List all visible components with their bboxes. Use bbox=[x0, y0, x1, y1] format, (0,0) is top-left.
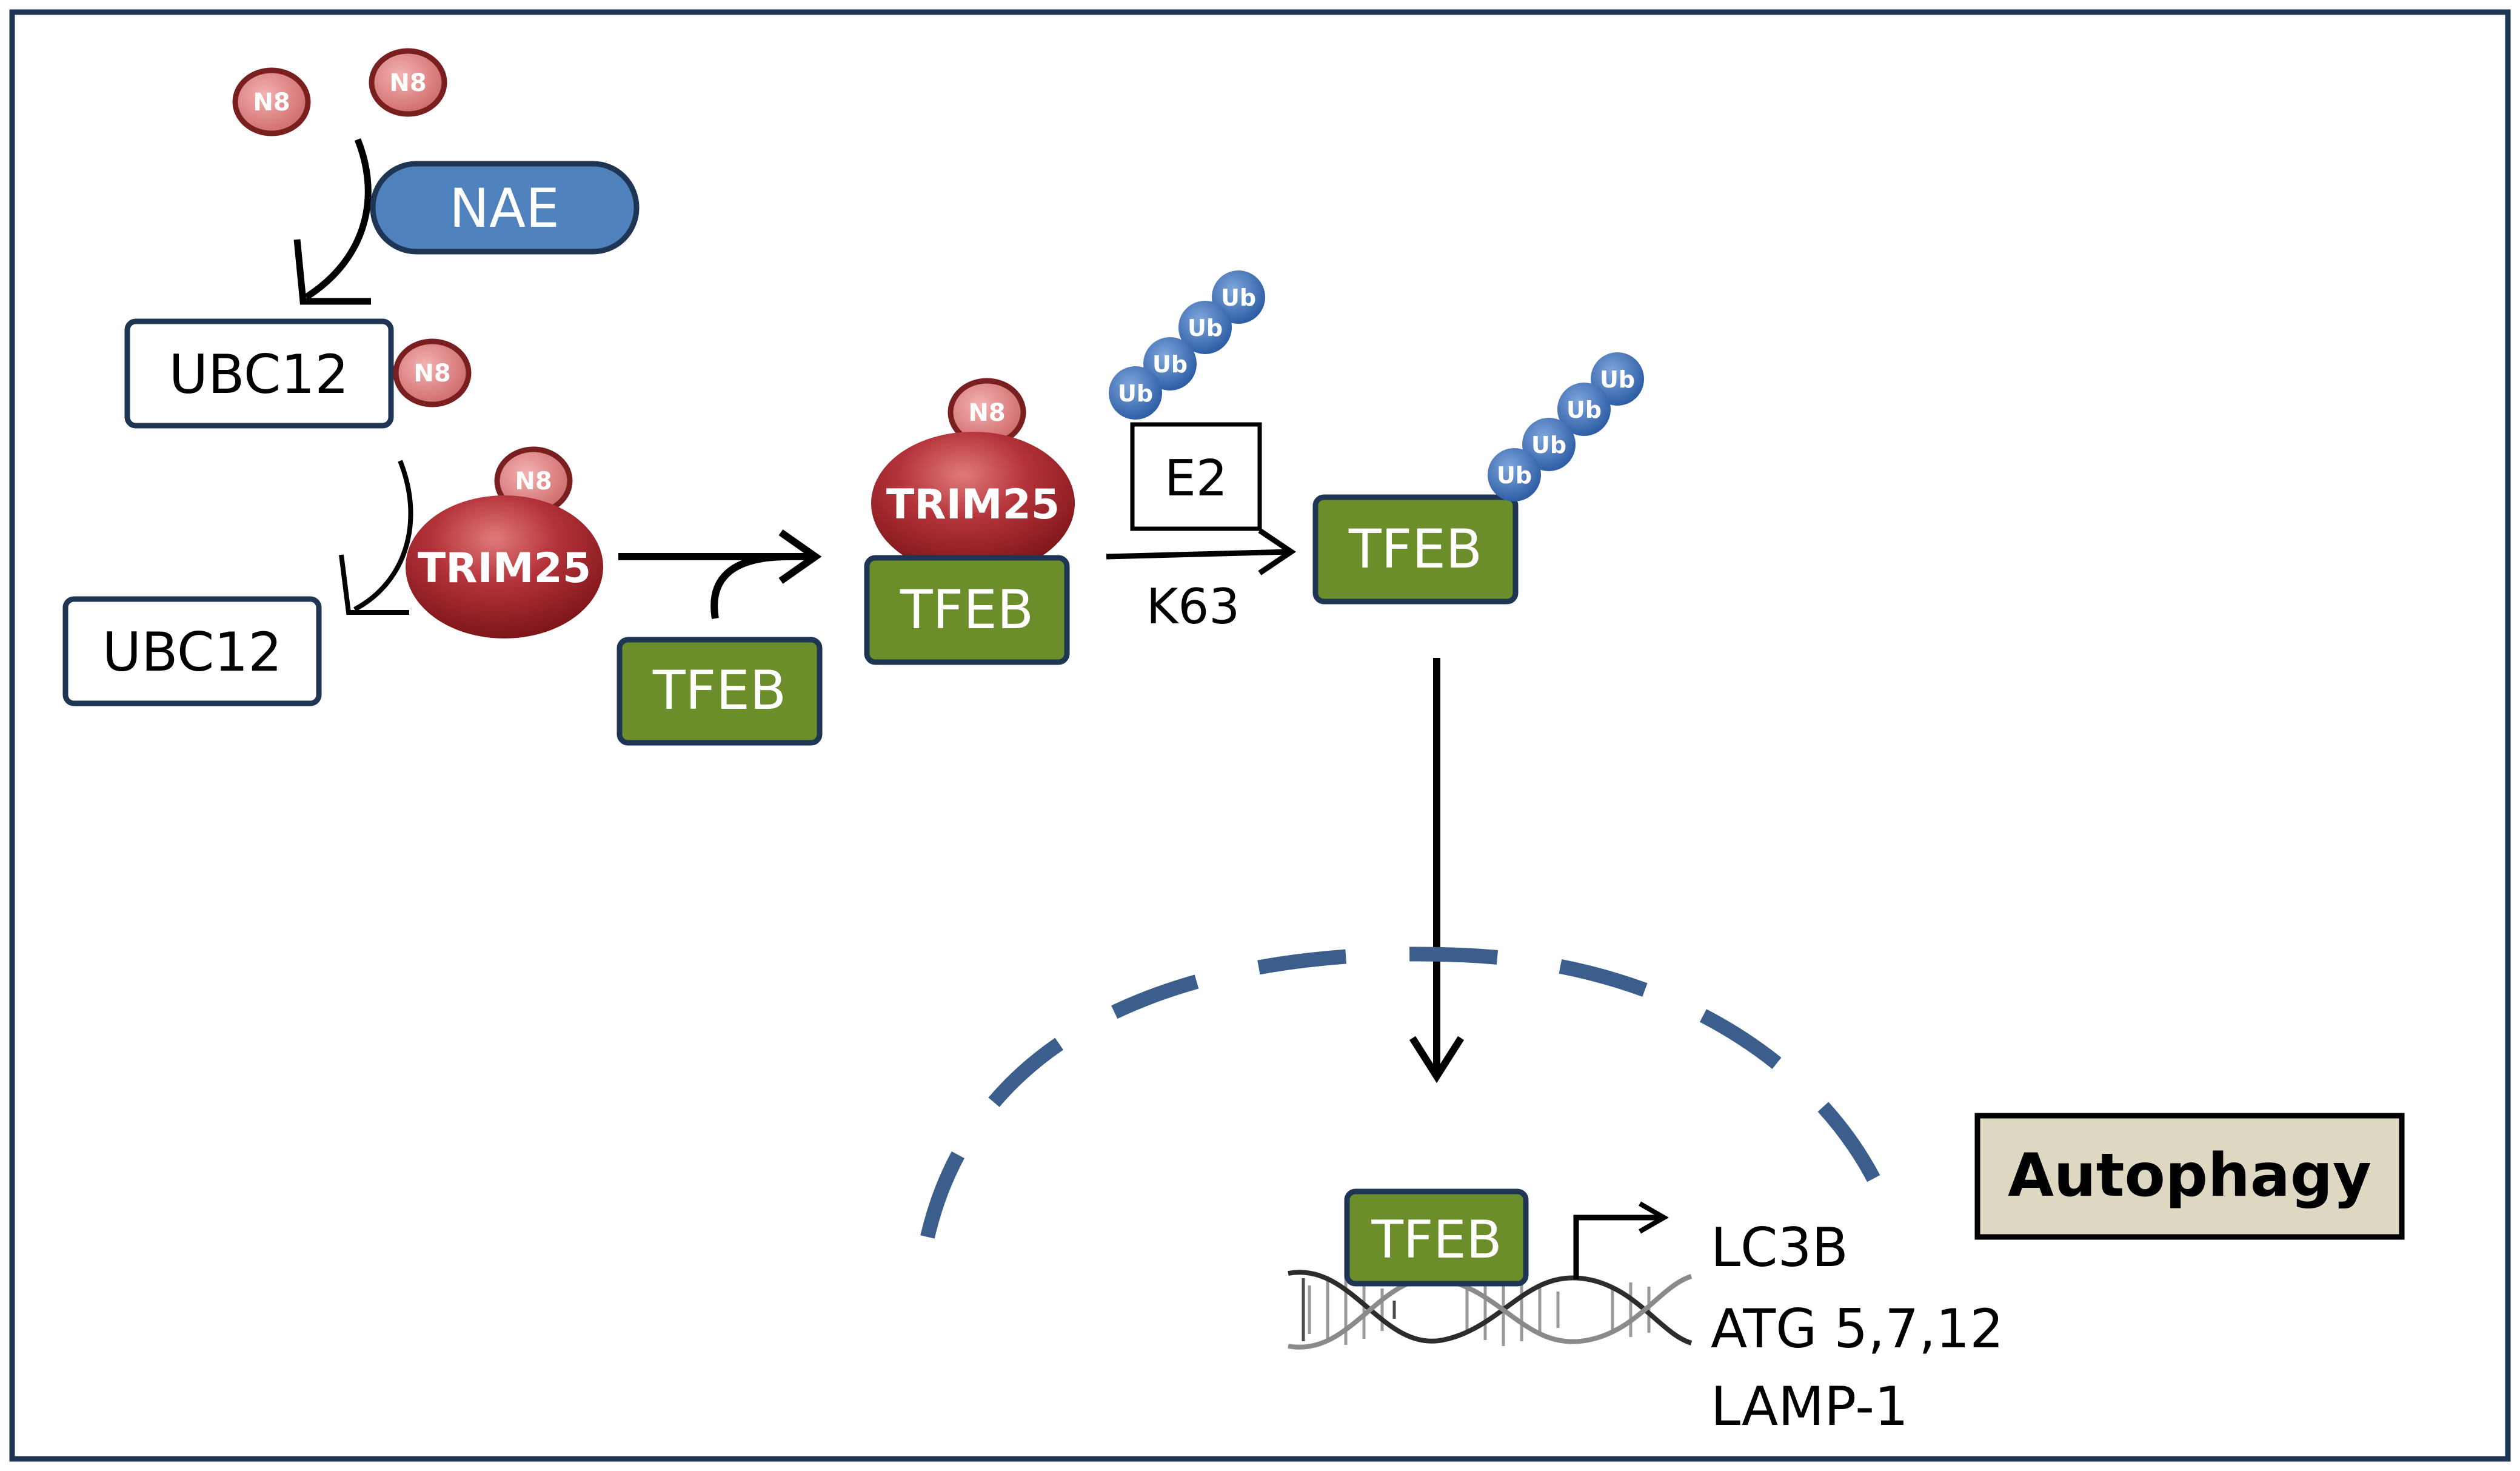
dna-helix-icon bbox=[1288, 1270, 1693, 1350]
ub-label: Ub bbox=[1152, 351, 1188, 378]
gene-label-lc3b: LC3B bbox=[1711, 1216, 1848, 1279]
nuclear-envelope bbox=[920, 947, 1905, 1239]
nedd8-on-ubc12: N8 bbox=[393, 338, 472, 407]
ub-label: Ub bbox=[1600, 366, 1635, 393]
tfeb-nuclear: TFEB bbox=[1344, 1188, 1529, 1287]
ubiquitination-arrow bbox=[1106, 549, 1291, 560]
ubc12-label: UBC12 bbox=[169, 343, 349, 406]
e2-box: E2 bbox=[1130, 422, 1262, 531]
tfeb-free: TFEB bbox=[617, 637, 823, 746]
ub-label: Ub bbox=[1188, 315, 1223, 341]
gene-label-lamp1: LAMP-1 bbox=[1711, 1375, 1908, 1438]
ub-label: Ub bbox=[1118, 380, 1153, 407]
e2-label: E2 bbox=[1165, 450, 1228, 508]
nedd8-to-trim25-arrow bbox=[353, 460, 413, 612]
trim25-label: TRIM25 bbox=[886, 481, 1060, 529]
nae-transfer-arrowhead bbox=[293, 239, 371, 305]
ub-chain-free: Ub Ub Ub Ub bbox=[1109, 270, 1265, 420]
nedd8-label: N8 bbox=[253, 89, 290, 116]
nedd8-to-trim25-arrowhead bbox=[339, 554, 409, 615]
binding-arrowhead bbox=[778, 529, 822, 584]
tfeb-label: TFEB bbox=[1371, 1210, 1502, 1270]
ubc12-free: UBC12 bbox=[62, 596, 322, 706]
nae-transfer-arrow bbox=[304, 138, 372, 300]
transcription-start-arrow bbox=[1573, 1215, 1661, 1279]
tfeb-ubiquitinated: TFEB bbox=[1312, 494, 1519, 605]
nedd8-label: N8 bbox=[515, 467, 552, 495]
autophagy-box: Autophagy bbox=[1974, 1113, 2405, 1240]
nedd8-label: N8 bbox=[968, 399, 1005, 427]
trim25-ligase: TRIM25 bbox=[406, 495, 603, 638]
ub-label: Ub bbox=[1221, 284, 1256, 311]
nae-enzyme: NAE bbox=[370, 161, 640, 255]
trim25-in-complex: TRIM25 bbox=[871, 432, 1075, 575]
transcription-start-arrowhead bbox=[1639, 1201, 1669, 1234]
nedd8-free-1: N8 bbox=[232, 67, 311, 136]
trim25-label: TRIM25 bbox=[418, 545, 591, 592]
k63-label: K63 bbox=[1146, 578, 1240, 635]
tfeb-recruit-curve bbox=[710, 553, 789, 619]
ub-label: Ub bbox=[1566, 397, 1602, 423]
ubiquitination-arrowhead bbox=[1258, 528, 1297, 575]
nuclear-translocation-arrowhead bbox=[1409, 1036, 1465, 1084]
nedd8-label: N8 bbox=[413, 360, 450, 387]
tfeb-label: TFEB bbox=[1348, 518, 1482, 580]
ubc12-neddylated: UBC12 bbox=[124, 318, 394, 429]
ub-chain-attached: Ub Ub Ub Ub bbox=[1488, 352, 1644, 501]
gene-label-atg: ATG 5,7,12 bbox=[1711, 1298, 2004, 1360]
tfeb-label: TFEB bbox=[900, 578, 1034, 641]
ubc12-label: UBC12 bbox=[102, 621, 282, 683]
autophagy-label: Autophagy bbox=[2008, 1141, 2371, 1210]
nedd8-label: N8 bbox=[389, 69, 426, 97]
tfeb-in-complex: TFEB bbox=[864, 555, 1070, 665]
ub-label: Ub bbox=[1531, 432, 1566, 458]
nae-label: NAE bbox=[449, 177, 560, 240]
nedd8-free-2: N8 bbox=[369, 48, 447, 117]
tfeb-label: TFEB bbox=[652, 659, 786, 722]
ub-label: Ub bbox=[1497, 462, 1532, 489]
